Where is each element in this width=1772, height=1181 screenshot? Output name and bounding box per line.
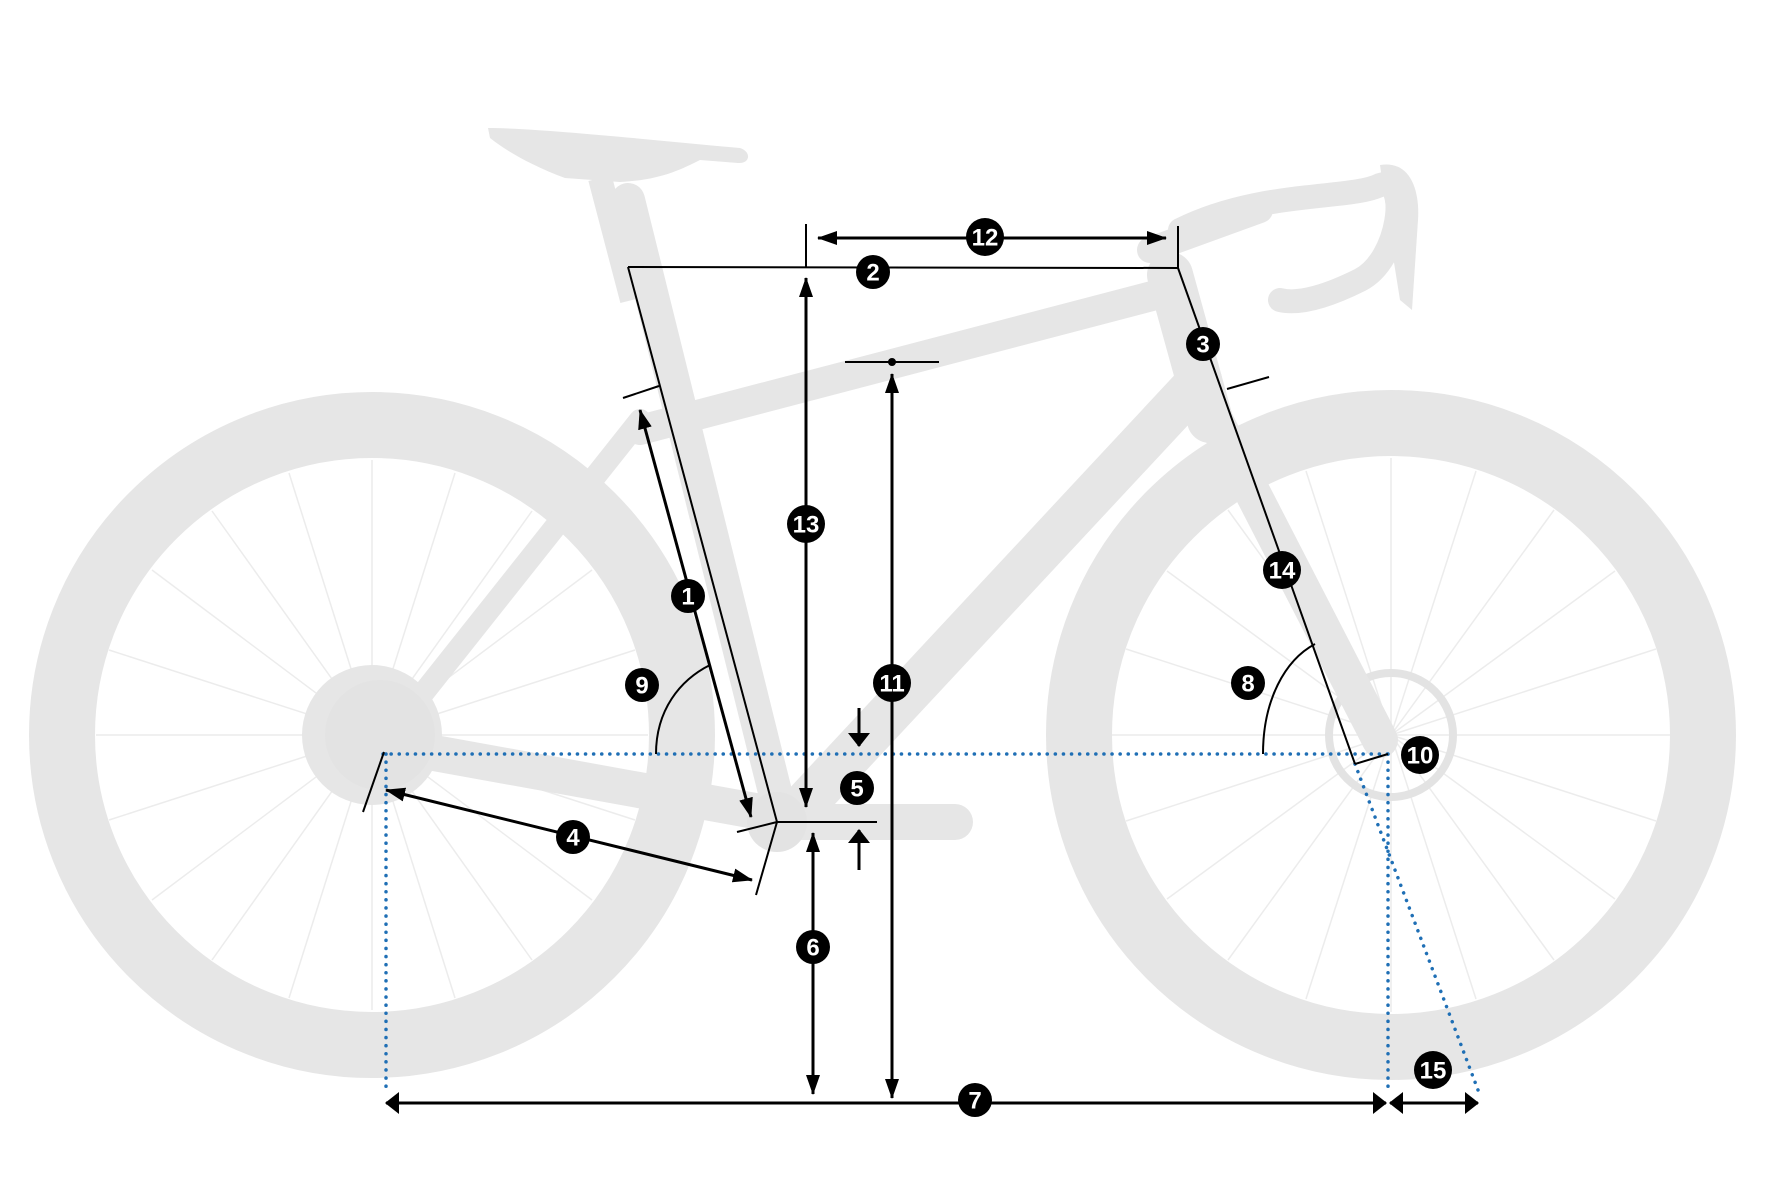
badge-15: 15: [1414, 1051, 1452, 1089]
badge-number: 5: [850, 776, 863, 803]
badge-circle: [1401, 736, 1439, 774]
badge-number: 8: [1241, 671, 1254, 698]
head-tube-tick: [1226, 376, 1270, 390]
badge-circle: [796, 930, 830, 964]
badge-1: 1: [671, 579, 705, 613]
steering-axis-extension: [1353, 762, 1480, 1092]
badge-2: 2: [856, 255, 890, 289]
badge-4: 4: [556, 820, 590, 854]
badge-11: 11: [873, 664, 911, 702]
badge-number: 15: [1420, 1058, 1447, 1085]
badge-circle: [840, 771, 874, 805]
stack-point: [888, 358, 896, 366]
badge-number: 14: [1269, 558, 1296, 585]
badge-number: 11: [879, 671, 904, 698]
badge-13: 13: [787, 505, 825, 543]
saddle: [488, 128, 749, 182]
badge-circle: [671, 579, 705, 613]
badge-number: 10: [1407, 743, 1434, 770]
badge-circle: [1414, 1051, 1452, 1089]
head-angle-arc: [1262, 643, 1316, 755]
badge-circle: [625, 668, 659, 702]
badge-circle: [556, 820, 590, 854]
badge-circle: [958, 1083, 992, 1117]
badge-circle: [873, 664, 911, 702]
badge-3: 3: [1186, 327, 1220, 361]
badge-number: 4: [566, 825, 580, 852]
badge-number: 3: [1196, 332, 1209, 359]
badge-circle: [1231, 666, 1265, 700]
badge-12: 12: [966, 218, 1004, 256]
badge-number: 1: [681, 584, 694, 611]
badge-10: 10: [1401, 736, 1439, 774]
badge-number: 7: [968, 1088, 981, 1115]
chainstay-tick: [362, 751, 385, 813]
badge-number: 9: [635, 673, 648, 700]
front-wheel: [1046, 390, 1736, 1080]
badge-6: 6: [796, 930, 830, 964]
badge-circle: [1186, 327, 1220, 361]
seat-tube-tick: [622, 385, 660, 399]
bb-tick-down: [755, 821, 778, 896]
badge-number: 13: [793, 512, 820, 539]
top-tube-line: [627, 266, 1179, 269]
badge-5: 5: [840, 771, 874, 805]
cassette: [325, 680, 435, 790]
badge-circle: [966, 218, 1004, 256]
badge-14: 14: [1263, 551, 1301, 589]
badge-9: 9: [625, 668, 659, 702]
fork-offset-line: [1354, 753, 1389, 765]
badge-number: 12: [972, 225, 999, 252]
handlebar: [1168, 172, 1410, 314]
badge-8: 8: [1231, 666, 1265, 700]
badge-circle: [787, 505, 825, 543]
badge-circle: [856, 255, 890, 289]
arrow-seat-tube: [638, 409, 753, 818]
badge-7: 7: [958, 1083, 992, 1117]
badge-circle: [1263, 551, 1301, 589]
badge-number: 6: [806, 935, 819, 962]
badge-number: 2: [866, 260, 879, 287]
